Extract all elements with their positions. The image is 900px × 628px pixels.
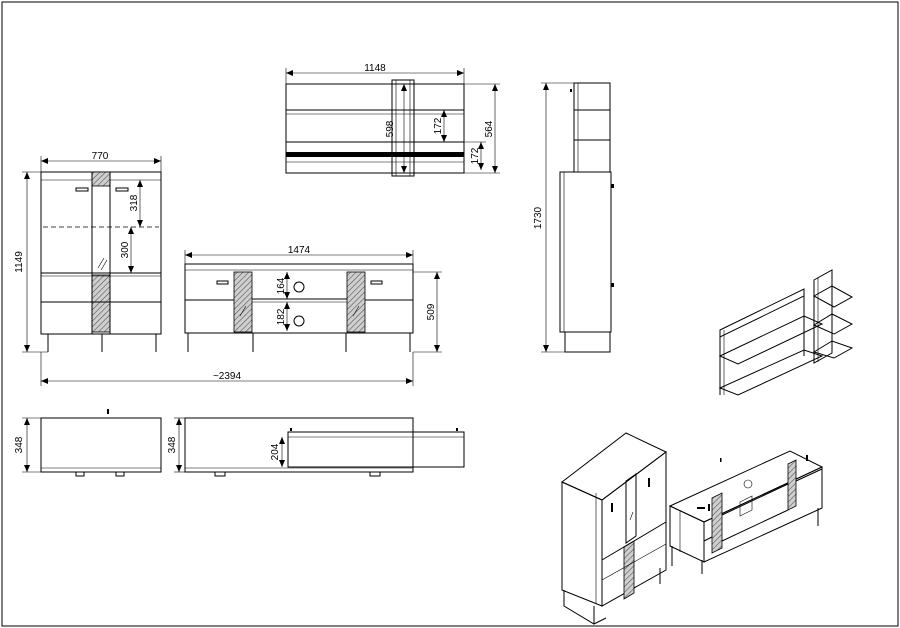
assembly-isometric <box>561 432 824 625</box>
dim-cabinet-width: 770 <box>92 151 109 162</box>
dim-tv-width: 1474 <box>288 245 311 256</box>
dim-shelf-564: 564 <box>484 120 495 137</box>
tv-stand-top-view: 348 204 <box>167 417 465 477</box>
dim-shelf-598: 598 <box>385 120 396 137</box>
dim-shelf-depth: 204 <box>270 443 281 460</box>
dim-shelf-172-lower: 172 <box>470 147 481 164</box>
tv-stand-front-view: 1474 164 182 509 <box>184 245 442 353</box>
dim-cabinet-300: 300 <box>120 241 131 258</box>
wall-shelf-front-view: 1148 598 172 564 172 <box>285 63 500 177</box>
dim-cabinet-height: 1149 <box>14 251 25 273</box>
dim-overall-width: ~2394 <box>213 371 242 382</box>
dim-shelf-172-upper: 172 <box>433 117 444 134</box>
wall-shelf-isometric <box>718 269 854 396</box>
dim-overall: ~2394 <box>40 352 414 386</box>
cabinet-front-view: 770 1149 318 300 <box>14 151 162 353</box>
dim-cabinet-318: 318 <box>129 194 140 211</box>
dim-shelf-width: 1148 <box>364 63 386 74</box>
side-view: 1730 <box>533 82 614 353</box>
dim-tv-height: 509 <box>426 303 437 320</box>
dim-cabinet-depth: 348 <box>14 436 25 453</box>
cabinet-top-view: 348 <box>14 409 162 477</box>
dim-side-height: 1730 <box>533 206 544 229</box>
dim-tv-depth: 348 <box>167 436 178 453</box>
dim-tv-164: 164 <box>276 277 287 294</box>
dim-tv-182: 182 <box>276 308 287 325</box>
